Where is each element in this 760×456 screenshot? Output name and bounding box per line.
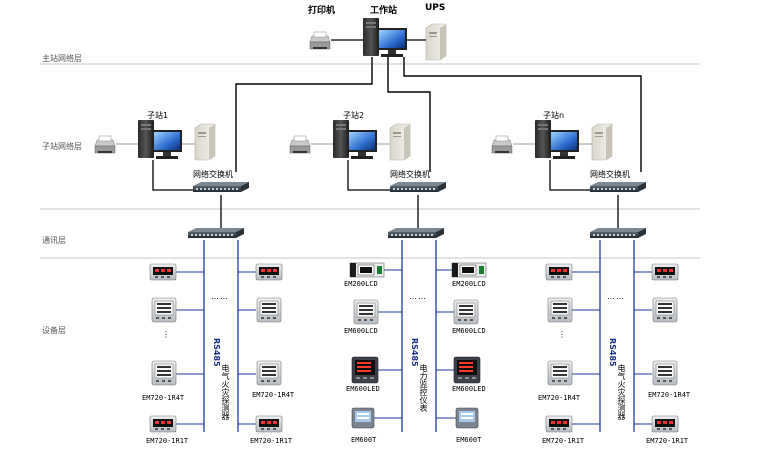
workstation-label: 工作站 [370, 6, 398, 16]
substation-n-switch-label: 网络交换机 [590, 170, 630, 179]
bus-label-n: 电气火灾探测器 [617, 364, 626, 420]
device-label-g2-r2: EM600LCD [452, 327, 486, 335]
layer-label-master: 主站网络层 [42, 54, 82, 63]
layer-label-device: 设备层 [42, 326, 66, 335]
substation-2-name: 子站2 [343, 111, 365, 120]
device-label-g2-r3: EM600LED [452, 385, 486, 393]
bus-label-1: 电气火灾探测器 [221, 364, 230, 420]
ups-label: UPS [425, 3, 446, 13]
substation-1-switch-label: 网络交换机 [193, 170, 233, 179]
substation-1-graphic [94, 120, 249, 238]
top-ups-graphic [425, 23, 447, 61]
device-label-g1-l1: EM720-1R4T [142, 394, 185, 402]
device-label-g1-r2: EM720-1R1T [250, 437, 293, 445]
device-label-g2-l2: EM600LCD [344, 327, 378, 335]
substation-2-graphic [289, 120, 446, 238]
rs485-label-2: RS485 [410, 338, 419, 367]
bus-label-2: 电力监控仪表 [419, 364, 428, 412]
printer-label: 打印机 [308, 6, 336, 16]
vdots-1a: ⋮ [162, 330, 170, 339]
top-printer-graphic [309, 31, 331, 50]
vdots-na: ⋮ [558, 330, 566, 339]
device-label-g2-r1: EM200LCD [452, 280, 486, 288]
dots-1: …… [211, 292, 229, 301]
device-label-g1-l2: EM720-1R1T [146, 437, 189, 445]
substation-2-switch-label: 网络交换机 [390, 170, 430, 179]
dots-2: …… [409, 292, 427, 301]
device-taps [176, 269, 652, 425]
top-workstation-graphic [363, 18, 407, 57]
dots-n: …… [607, 292, 625, 301]
device-label-gn-l1: EM720-1R4T [538, 394, 581, 402]
layer-label-comm: 通讯层 [42, 236, 66, 245]
device-label-gn-l2: EM720-1R1T [542, 437, 585, 445]
substation-n-name: 子站n [543, 111, 565, 120]
substation-n-graphic [491, 120, 646, 238]
device-label-g2-l1: EM200LCD [344, 280, 378, 288]
device-label-g2-l3: EM600LED [346, 385, 380, 393]
device-label-g2-r4: EM600T [456, 436, 482, 444]
layer-separators [40, 63, 700, 259]
rs485-label-n: RS485 [608, 338, 617, 367]
rs485-label-1: RS485 [212, 338, 221, 367]
uplink-cables [235, 57, 642, 172]
substation-1-name: 子站1 [147, 111, 169, 120]
device-label-g1-r1: EM720-1R4T [252, 391, 295, 399]
device-label-gn-r1: EM720-1R4T [648, 391, 691, 399]
layer-label-substation: 子站网络层 [42, 142, 82, 151]
device-label-g2-l4: EM600T [351, 436, 377, 444]
device-label-gn-r2: EM720-1R1T [646, 437, 689, 445]
